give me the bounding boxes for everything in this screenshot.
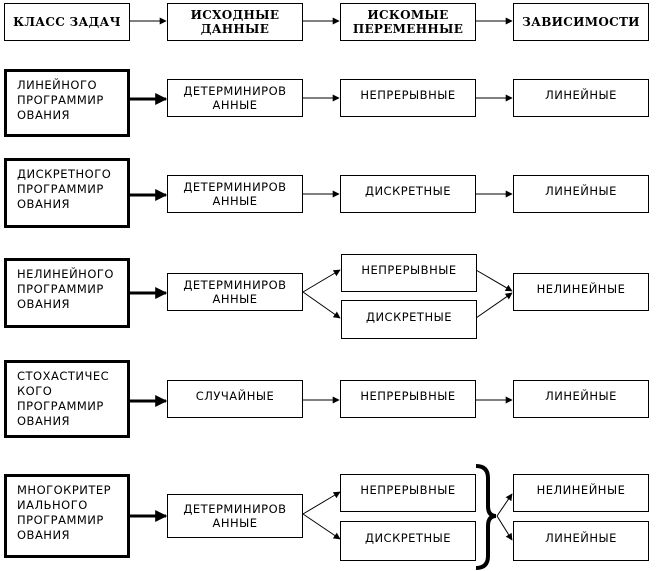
vars-continuous: НЕПРЕРЫВНЫЕ	[340, 474, 476, 512]
vars-continuous: НЕПРЕРЫВНЫЕ	[340, 79, 476, 117]
input-deterministic: ДЕТЕРМИНИРОВ АННЫЕ	[167, 273, 303, 311]
arrow-row5-brace-up	[496, 493, 513, 517]
vars-discrete: ДИСКРЕТНЫЕ	[341, 300, 477, 339]
header-target-variables: ИСКОМЫЕ ПЕРЕМЕННЫЕ	[340, 3, 476, 41]
deps-linear: ЛИНЕЙНЫЕ	[513, 521, 649, 561]
vars-continuous: НЕПРЕРЫВНЫЕ	[340, 380, 476, 418]
vars-discrete: ДИСКРЕТНЫЕ	[340, 521, 476, 561]
curly-brace	[475, 464, 497, 570]
vars-discrete: ДИСКРЕТНЫЕ	[340, 175, 476, 213]
deps-linear: ЛИНЕЙНЫЕ	[513, 380, 649, 418]
class-nonlinear-programming: НЕЛИНЕЙНОГО ПРОГРАММИР ОВАНИЯ	[4, 258, 130, 328]
header-input-data: ИСХОДНЫЕ ДАННЫЕ	[167, 3, 303, 41]
header-task-class: КЛАСС ЗАДАЧ	[4, 3, 130, 41]
input-random: СЛУЧАЙНЫЕ	[167, 380, 303, 418]
arrow-row5-input-down	[302, 513, 341, 540]
deps-linear: ЛИНЕЙНЫЕ	[513, 79, 649, 117]
deps-linear: ЛИНЕЙНЫЕ	[513, 175, 649, 213]
deps-nonlinear: НЕЛИНЕЙНЫЕ	[513, 273, 649, 311]
arrow-row3-input-down	[302, 291, 341, 319]
input-deterministic: ДЕТЕРМИНИРОВ АННЫЕ	[167, 175, 303, 213]
arrow-row3-vars-down	[475, 292, 513, 319]
deps-nonlinear: НЕЛИНЕЙНЫЕ	[513, 474, 649, 512]
class-multicriteria-programming: МНОГОКРИТЕР ИАЛЬНОГО ПРОГРАММИР ОВАНИЯ	[4, 474, 130, 558]
header-dependencies: ЗАВИСИМОСТИ	[513, 3, 649, 41]
input-deterministic: ДЕТЕРМИНИРОВ АННЫЕ	[167, 79, 303, 117]
class-linear-programming: ЛИНЕЙНОГО ПРОГРАММИР ОВАНИЯ	[4, 69, 130, 137]
arrow-row5-input-up	[302, 491, 341, 515]
class-stochastic-programming: СТОХАСТИЧЕС КОГО ПРОГРАММИР ОВАНИЯ	[4, 360, 130, 438]
vars-continuous: НЕПРЕРЫВНЫЕ	[341, 254, 477, 292]
input-deterministic: ДЕТЕРМИНИРОВ АННЫЕ	[167, 494, 303, 538]
arrow-row5-brace-down	[496, 515, 513, 541]
arrow-row3-input-up	[302, 269, 341, 293]
class-discrete-programming: ДИСКРЕТНОГО ПРОГРАММИР ОВАНИЯ	[4, 158, 130, 228]
arrow-row3-vars-up	[475, 269, 513, 292]
